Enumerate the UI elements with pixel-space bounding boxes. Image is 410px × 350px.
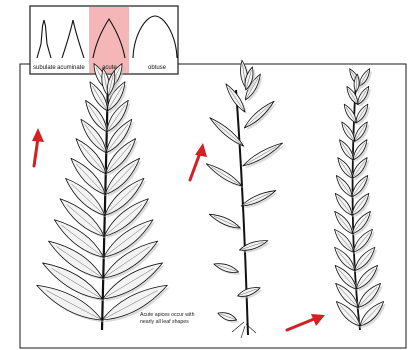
legend-label-acuminate: acuminate bbox=[57, 65, 85, 71]
legend-label-obtuse: obtuse bbox=[148, 65, 167, 71]
caption-line-2: nearly all leaf shapes bbox=[140, 319, 189, 325]
apex-shape-legend: subulate acuminate acute obtuse bbox=[30, 6, 178, 74]
caption-line-1: Acute apices occur with bbox=[140, 312, 195, 318]
legend-label-subulate: subulate bbox=[33, 65, 56, 71]
acute-highlight bbox=[89, 7, 129, 73]
